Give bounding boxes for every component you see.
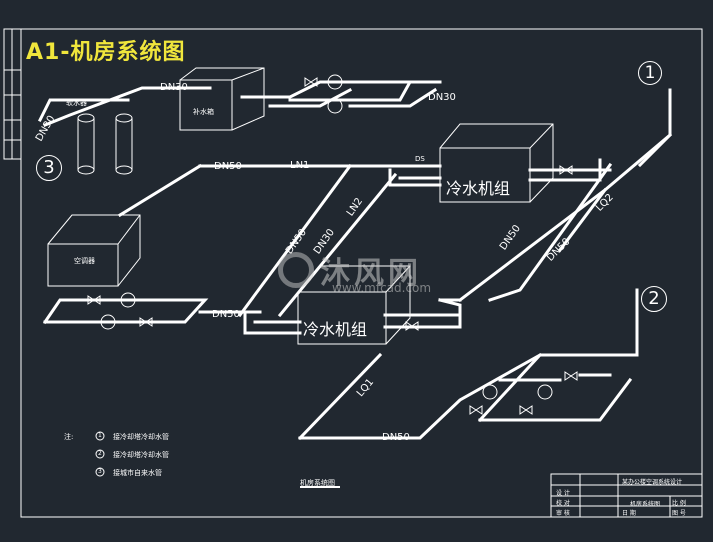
title-block — [550, 473, 703, 518]
pump-symbols — [100, 74, 553, 400]
drawing-frame — [20, 28, 703, 518]
pipe-label-dn50-mid: DN50 — [212, 309, 240, 320]
watermark-logo-icon — [278, 252, 314, 288]
legend-note: 注: — [64, 433, 74, 441]
watermark-text: 沐风网 — [320, 256, 422, 291]
legend-item-1-num: 1 — [98, 432, 102, 439]
tank-upper-label: 补水箱 — [193, 108, 214, 116]
title-block-r2: 校 对 — [556, 500, 570, 507]
softener-cylinders — [77, 113, 133, 175]
title-block-project: 某办公楼空调系统设计 — [622, 479, 683, 486]
pipe-label-dn50-bottom: DN50 — [382, 432, 410, 443]
drawing-subtitle: 机房系统图 — [300, 479, 335, 487]
legend-item-2-num: 2 — [98, 450, 102, 457]
pipe-label-ln1: LN1 — [290, 160, 310, 171]
marker-1: 1 — [638, 61, 662, 85]
marker-3: 3 — [36, 155, 62, 181]
valve-symbols — [87, 77, 578, 415]
title-block-drawing: 机房系统图 — [630, 501, 661, 508]
legend-item-2-text: 接冷却塔冷却水管 — [113, 451, 169, 459]
legend-item-1-text: 接冷却塔冷却水管 — [113, 433, 169, 441]
pipe-label-dn50-top: DN50 — [214, 161, 242, 172]
air-handler-3d — [47, 214, 141, 287]
chiller-upper-label: 冷水机组 — [446, 179, 511, 198]
chiller-upper-3d — [439, 123, 554, 203]
title-block-c2: 图 号 — [672, 510, 686, 517]
title-block-r3: 审 核 — [556, 510, 570, 517]
softener-label: 软水器 — [66, 99, 87, 107]
title-block-r1: 设 计 — [556, 490, 570, 497]
air-handler-label: 空调器 — [74, 257, 95, 265]
legend-item-3-num: 3 — [98, 468, 102, 475]
legend-item-3-text: 接城市自来水管 — [113, 469, 162, 477]
legend-circle-3 — [95, 467, 105, 477]
drawing-title: A1-机房系统图 — [26, 40, 186, 65]
pipe-label-dn30-top: DN30 — [160, 82, 188, 93]
watermark-url: www.mfcad.com — [332, 281, 432, 295]
pipe-network — [37, 80, 673, 441]
legend-circle-2 — [95, 449, 105, 459]
chiller-lower-label: 冷水机组 — [303, 320, 368, 339]
marker-2: 2 — [641, 286, 667, 312]
title-block-c3: 日 期 — [622, 510, 636, 517]
title-block-c1: 比 例 — [672, 500, 686, 507]
tank-upper-3d — [179, 67, 265, 131]
legend-circle-1 — [95, 431, 105, 441]
ds-label: DS — [415, 155, 425, 163]
pipe-label-dn30-right: DN30 — [428, 92, 456, 103]
